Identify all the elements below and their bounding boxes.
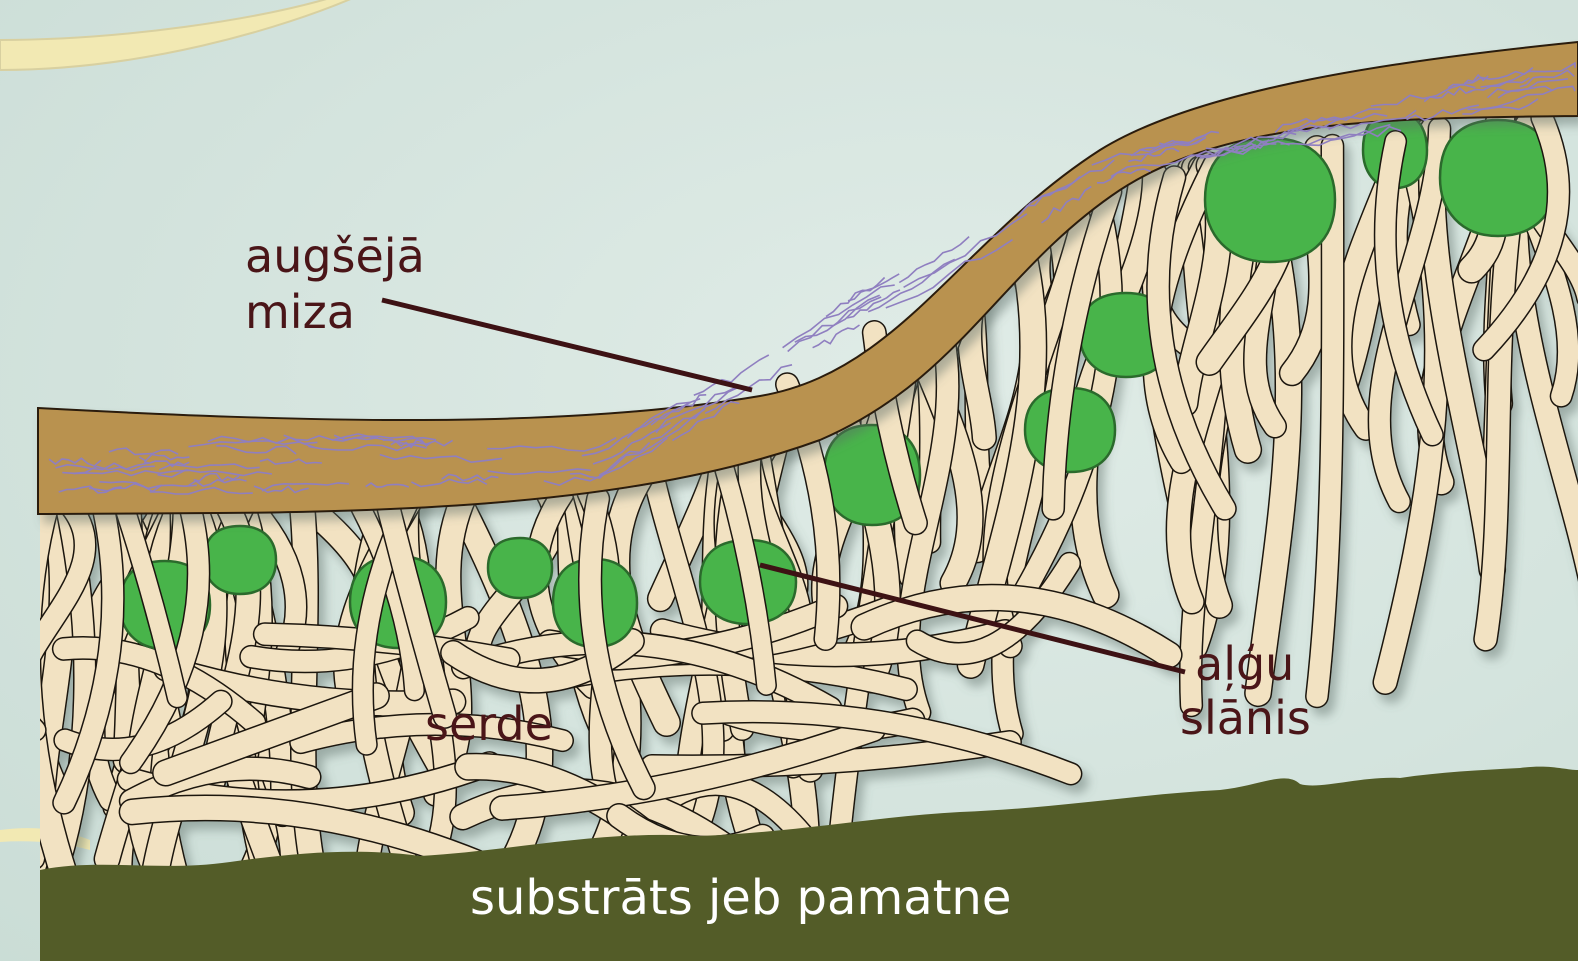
algal-cell — [204, 526, 276, 594]
label-upper-cortex-line1: augšējā — [245, 229, 425, 283]
label-algal-layer-line2: slānis — [1180, 691, 1311, 745]
label-algal-layer-line1: aļģu — [1195, 637, 1294, 691]
label-medulla: serde — [425, 697, 553, 751]
algal-cell — [488, 538, 552, 598]
algal-cell — [1205, 138, 1335, 262]
label-upper-cortex-line2: miza — [245, 285, 355, 339]
label-substrate: substrāts jeb pamatne — [470, 870, 1011, 926]
